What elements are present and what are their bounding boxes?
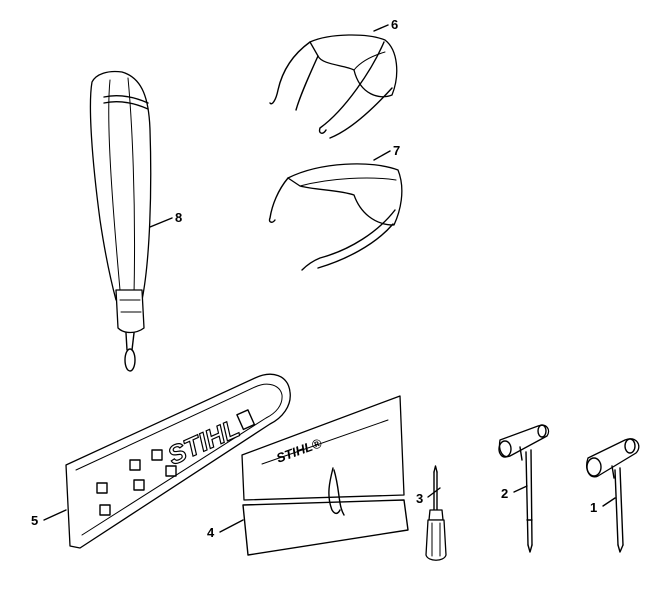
callout-4: 4: [207, 525, 215, 540]
leader-lines: [43, 24, 616, 533]
callout-5: 5: [31, 513, 38, 528]
tool-pouch: STIHL®: [241, 395, 409, 556]
callout-6: 6: [391, 17, 398, 32]
callout-8: 8: [175, 210, 182, 225]
safety-glasses-upper: [269, 34, 398, 139]
combination-wrench-1: [586, 438, 640, 553]
callout-3: 3: [416, 491, 423, 506]
callout-7: 7: [393, 143, 400, 158]
callout-1: 1: [590, 500, 597, 515]
screwdriver: [425, 465, 447, 561]
callout-2: 2: [501, 486, 508, 501]
safety-glasses-lower: [268, 163, 403, 271]
combination-wrench-2: [498, 424, 550, 553]
bar-scabbard: STIHL: [65, 373, 291, 549]
carrying-strap: [89, 70, 152, 372]
callout-labels: 1 2 3 4 5 6 7 8: [31, 17, 597, 540]
